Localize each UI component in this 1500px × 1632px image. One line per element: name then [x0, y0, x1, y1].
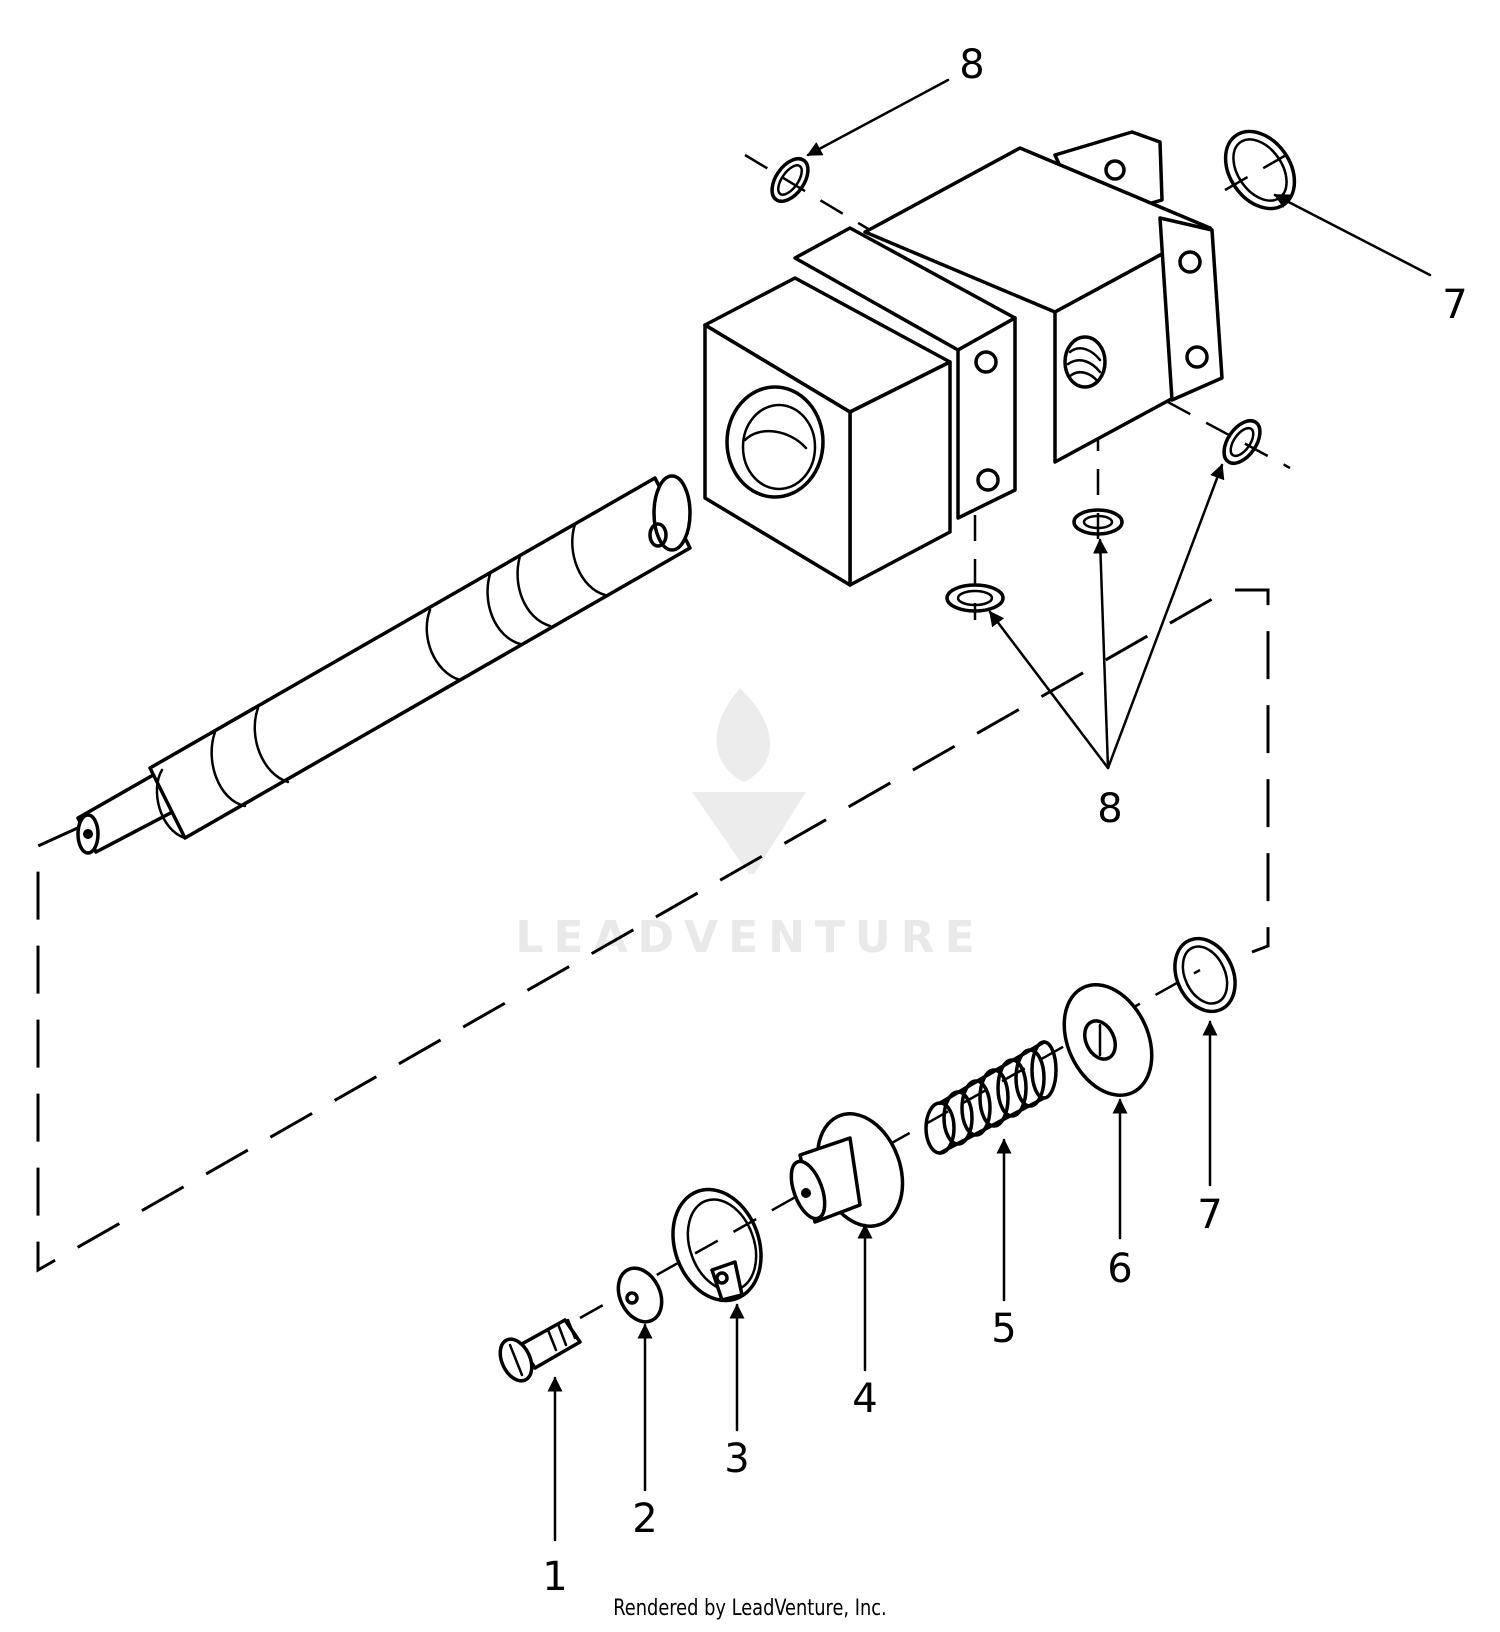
part-washer: [616, 1266, 664, 1324]
callout-4: 4: [852, 1376, 877, 1422]
leader-lines: [547, 78, 1432, 1542]
callout-8-upper: 8: [959, 42, 984, 88]
side-port: [1063, 335, 1107, 389]
part-o-ring: [1173, 936, 1237, 1014]
front-bore: [725, 385, 825, 499]
o-ring-top-left: [770, 157, 810, 203]
callout-7-lower: 7: [1197, 1192, 1222, 1238]
mounting-tab-hole: [1104, 159, 1126, 181]
callout-1: 1: [542, 1554, 567, 1600]
spool: [76, 474, 692, 855]
o-ring-bottom-left: [945, 583, 1005, 613]
watermark-text: LEADVENTURE: [515, 912, 984, 963]
assembly-path-dashed: [36, 588, 1270, 1273]
callout-8-lower: 8: [1097, 786, 1122, 832]
callout-5: 5: [991, 1306, 1016, 1352]
valve-body: [703, 130, 1224, 587]
part-spring-seat: [1062, 983, 1154, 1097]
part-screw: [498, 1318, 582, 1383]
part-spring: [924, 1040, 1058, 1155]
front-face: [703, 323, 852, 587]
watermark-logo-icon: [692, 688, 806, 874]
o-ring-bottom-center: [1072, 508, 1124, 536]
part-retaining-ring: [671, 1187, 763, 1303]
callout-6: 6: [1107, 1246, 1132, 1292]
callout-2: 2: [632, 1496, 657, 1542]
exploded-parts: [498, 936, 1237, 1383]
callout-7-upper: 7: [1442, 282, 1467, 328]
part-valve-cap: [789, 1112, 905, 1228]
callout-3: 3: [724, 1436, 749, 1482]
callouts: 1 2 3 4 5 6 7 7 8 8: [542, 42, 1467, 1600]
footer-credit: Rendered by LeadVenture, Inc.: [613, 1596, 887, 1621]
watermark: LEADVENTURE: [515, 688, 984, 963]
o-ring-right: [1222, 419, 1262, 465]
